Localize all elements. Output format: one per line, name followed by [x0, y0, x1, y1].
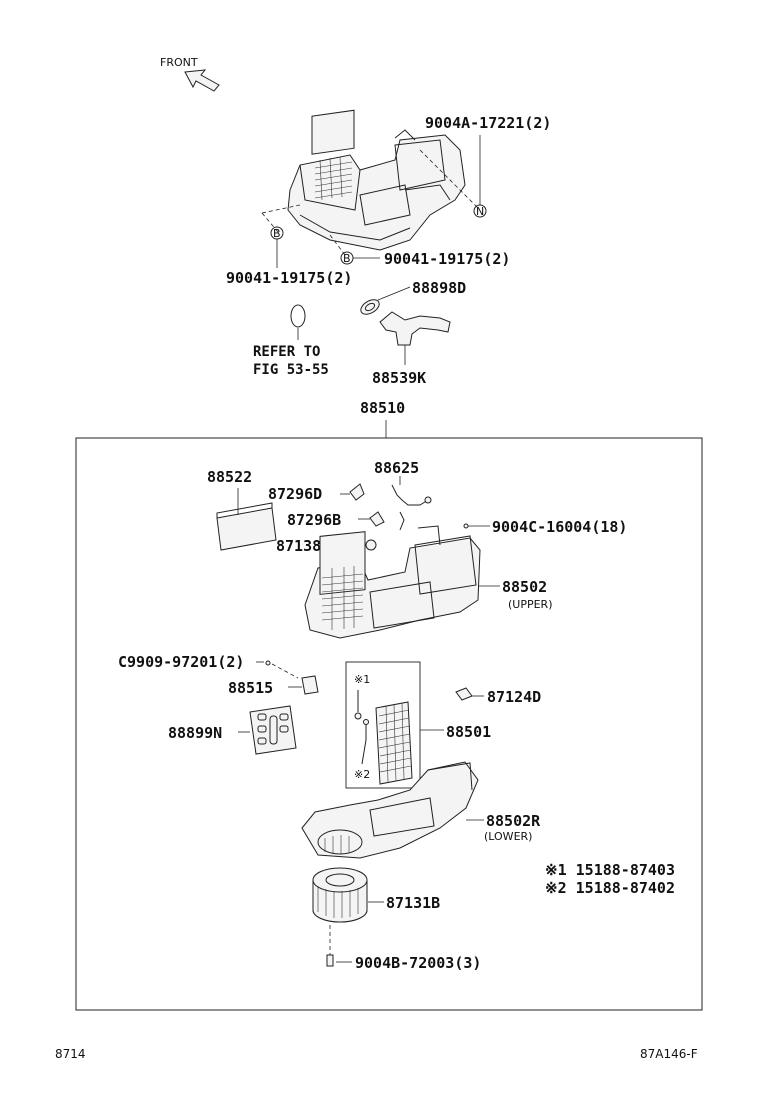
footer-left: 8714: [55, 1047, 86, 1061]
filter-88522: [216, 507, 277, 551]
lower-case-88502r: [301, 761, 479, 859]
footer-right: 87A146-F: [640, 1047, 698, 1061]
refer-line2: FIG 53-55: [253, 362, 329, 378]
assembled-heater-unit: [287, 109, 466, 251]
callout-87296b: 87296B: [287, 511, 341, 529]
part-88515: [301, 675, 319, 695]
callout-90041-19175-left: 90041-19175(2): [226, 269, 352, 287]
front-indicator: FRONT: [160, 56, 220, 92]
refer-seal: [290, 304, 306, 328]
callout-88899n: 88899N: [168, 724, 222, 742]
callout-88502: 88502: [502, 578, 547, 596]
part-87296b: [369, 511, 385, 527]
callout-88502r: 88502R: [486, 812, 541, 830]
assembly-frame: [75, 437, 703, 1011]
note1-mark: ※1: [354, 673, 370, 686]
blower-fan-87131b: [312, 867, 368, 923]
callout-9004c-16004: 9004C-16004(18): [492, 518, 627, 536]
drain-hose-88539k: [379, 311, 451, 346]
marker-n: N: [473, 204, 487, 218]
note2: ※2 15188-87402: [545, 879, 675, 897]
callout-88898d: 88898D: [412, 279, 466, 297]
callout-90041-19175-right: 90041-19175(2): [384, 250, 510, 268]
note2-mark: ※2: [354, 768, 370, 781]
part-87296d: [349, 483, 365, 501]
callout-9004a-17221: 9004A-17221(2): [425, 114, 551, 132]
callout-88625: 88625: [374, 459, 419, 477]
sensor-88625: [391, 484, 429, 531]
top-unit-grille: [314, 156, 353, 201]
marker-b-left: B: [270, 226, 284, 240]
front-arrow-icon: [184, 69, 220, 92]
callout-88515: 88515: [228, 679, 273, 697]
callout-87138c: 87138C: [276, 537, 330, 555]
callout-87124d: 87124D: [487, 688, 541, 706]
refer-line1: REFER TO: [253, 344, 320, 360]
part-87138c: [365, 539, 377, 551]
svg-text:B: B: [343, 252, 351, 265]
front-label: FRONT: [160, 56, 198, 69]
note1: ※1 15188-87403: [545, 861, 675, 879]
svg-text:B: B: [273, 227, 281, 240]
screw-9004b: [326, 954, 334, 967]
evaporator-88501: [375, 701, 413, 785]
callout-c9909-97201: C9909-97201(2): [118, 653, 244, 671]
clip-87124d: [455, 687, 473, 701]
callout-88539k: 88539K: [372, 369, 426, 387]
evaporator-box: [345, 661, 421, 789]
marker-b-right: B: [340, 251, 354, 265]
grommet-88898d: [360, 299, 380, 315]
callout-88522: 88522: [207, 468, 252, 486]
callout-88510: 88510: [360, 399, 405, 417]
callout-9004b-72003: 9004B-72003(3): [355, 954, 481, 972]
label-lower: (LOWER): [484, 830, 532, 843]
upper-case-88502: [304, 525, 481, 639]
callout-87131b: 87131B: [386, 894, 440, 912]
callout-88501: 88501: [446, 723, 491, 741]
label-upper: (UPPER): [508, 598, 553, 611]
control-panel-88899n: [249, 705, 297, 755]
svg-text:N: N: [476, 205, 484, 218]
callout-87296d: 87296D: [268, 485, 322, 503]
